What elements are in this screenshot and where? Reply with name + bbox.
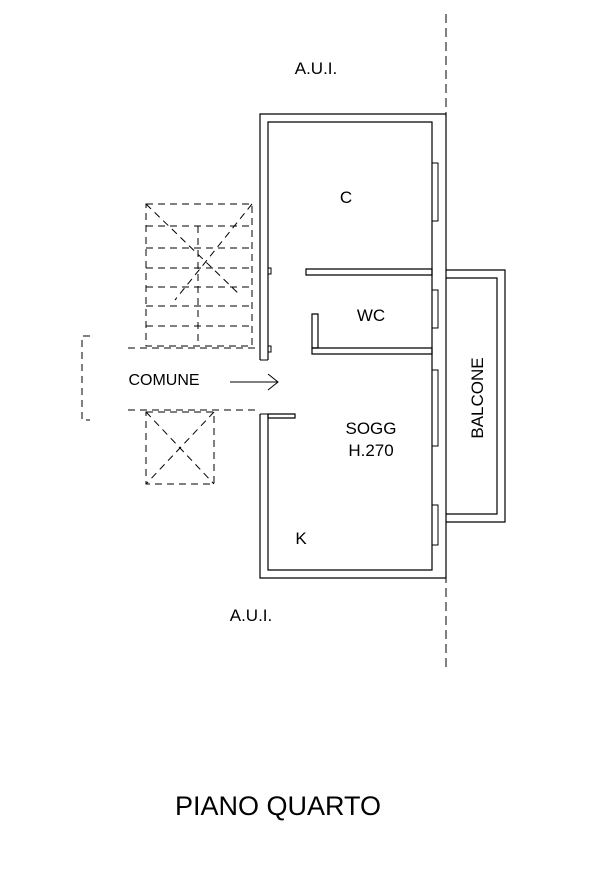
comune-label: COMUNE	[128, 372, 199, 389]
room-sogg-height-label: H.270	[348, 441, 393, 460]
common-staircase	[145, 203, 253, 347]
room-wc-label: WC	[357, 306, 385, 325]
aui-bottom-label: A.U.I.	[230, 606, 273, 625]
aui-top-label: A.U.I.	[295, 59, 338, 78]
room-k-label: K	[295, 529, 307, 548]
balcone-label: BALCONE	[468, 357, 487, 438]
apartment-outer-walls	[259, 113, 447, 579]
common-landing	[81, 335, 258, 421]
entrance-arrow-icon	[230, 373, 279, 391]
room-sogg-label: SOGG	[345, 419, 396, 438]
interior-partitions	[267, 268, 433, 419]
balcony	[446, 269, 506, 523]
lift-shaft	[128, 409, 258, 485]
plan-title: PIANO QUARTO	[175, 791, 381, 821]
windows-right-wall	[431, 162, 439, 546]
room-c-label: C	[340, 188, 352, 207]
